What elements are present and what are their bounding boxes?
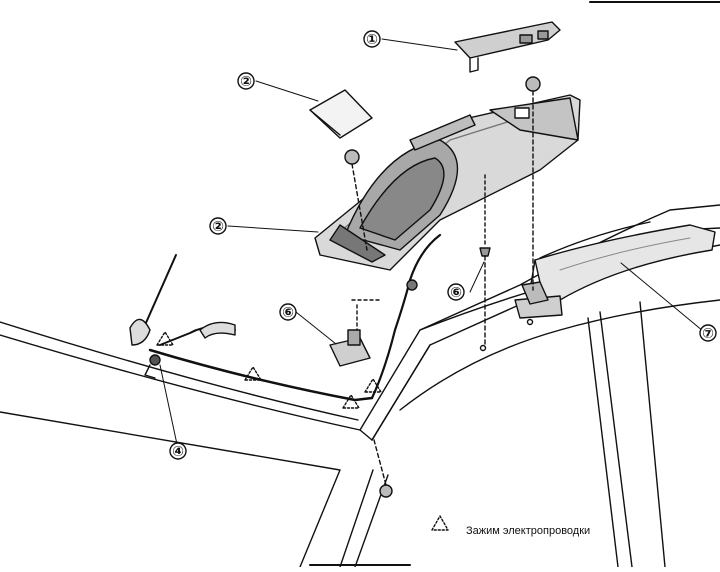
legend: Зажим электропроводки [431,515,590,537]
callout-6-screw-label: ⑥ [450,285,462,301]
antenna [129,254,177,346]
triangle-clip-symbol [431,515,449,531]
roof-rail-trim [514,221,716,319]
callout-2-lens: ② [237,72,255,90]
callout-6-module: ⑥ [279,303,297,321]
module-6 [329,299,381,367]
overhead-console [314,94,581,271]
callout-2-console-label: ② [212,219,224,235]
clip-console-left [344,149,368,251]
callout-6-screw: ⑥ [447,283,465,301]
wiring-harness [144,233,442,402]
fasteners [344,76,541,498]
leader-lines [159,38,704,450]
callout-7: ⑦ [699,324,717,342]
callout-7-label: ⑦ [702,326,714,342]
console-lens [309,89,373,139]
callout-1: ① [363,30,381,48]
roof-hole-1 [479,344,487,352]
callout-4-label: ④ [172,444,184,460]
harness-clip-marks [156,331,382,409]
callout-6-module-label: ⑥ [282,305,294,321]
callout-2-lens-label: ② [240,74,252,90]
clip-lower [373,439,393,498]
roof-hole-2 [526,318,534,326]
map-light-bezel [454,21,561,73]
clip-console-right [525,76,541,291]
callout-2-console: ② [209,217,227,235]
legend-text: Зажим электропроводки [466,525,590,537]
callout-4: ④ [169,442,187,460]
screw-6 [479,174,491,346]
callout-1-label: ① [366,32,378,48]
